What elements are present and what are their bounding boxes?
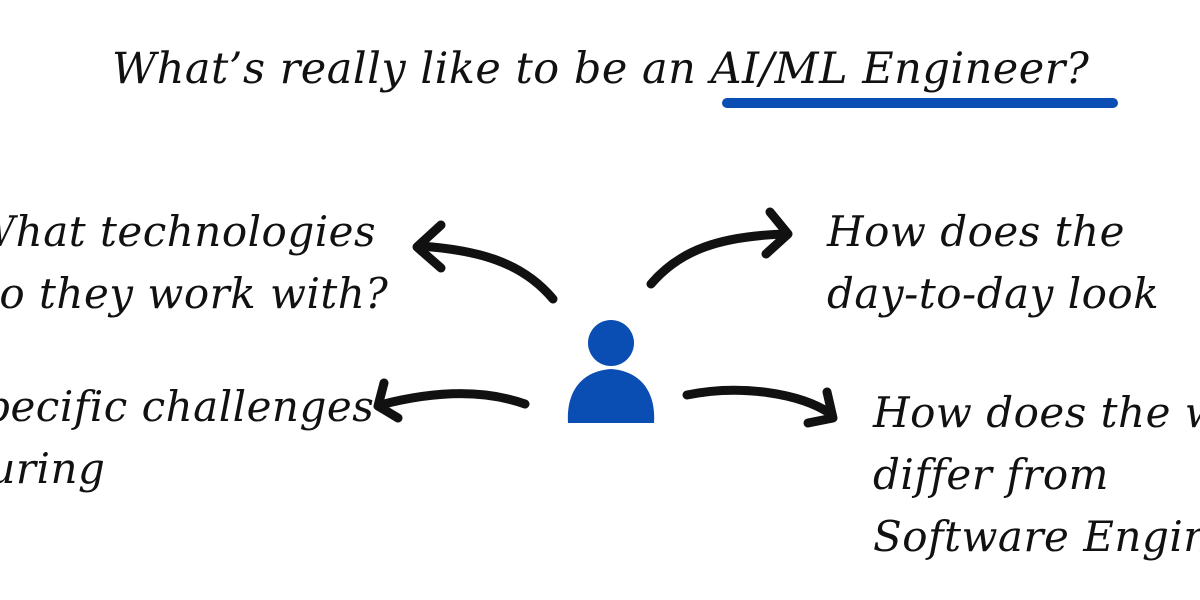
arrow-bottom-left bbox=[373, 378, 530, 423]
question-top-left-line-2: do they work with? bbox=[0, 269, 389, 318]
question-top-right-line-2: day-to-day look bbox=[827, 269, 1160, 318]
arrow-top-left bbox=[412, 220, 558, 304]
person-head bbox=[588, 320, 634, 366]
title-highlight: AI/ML Engineer? bbox=[710, 44, 1090, 94]
question-bottom-left-line-1: specific challenges bbox=[0, 382, 375, 431]
question-top-left: What technologies do they work with? bbox=[0, 201, 388, 325]
question-top-left-line-1: What technologies bbox=[0, 207, 377, 256]
question-bottom-right: How does the work differ from Software E… bbox=[873, 382, 1200, 568]
title-underline bbox=[722, 98, 1118, 108]
arrow-top-right bbox=[646, 207, 793, 289]
question-top-right-line-1: How does the bbox=[827, 207, 1125, 256]
title-prefix: What’s really like to be an bbox=[112, 44, 711, 94]
person-body bbox=[567, 369, 655, 423]
person-icon bbox=[567, 320, 655, 423]
question-bottom-right-line-3: Software Engineering bbox=[873, 512, 1200, 561]
question-bottom-left-line-2: during bbox=[0, 444, 106, 493]
arrow-bottom-right bbox=[682, 385, 838, 428]
question-top-right: How does the day-to-day look bbox=[827, 201, 1159, 325]
question-bottom-right-line-1: How does the work bbox=[873, 388, 1200, 437]
diagram-title: What’s really like to be an AI/ML Engine… bbox=[112, 48, 1089, 91]
question-bottom-right-line-2: differ from bbox=[873, 450, 1109, 499]
question-bottom-left: specific challenges during bbox=[0, 376, 374, 500]
